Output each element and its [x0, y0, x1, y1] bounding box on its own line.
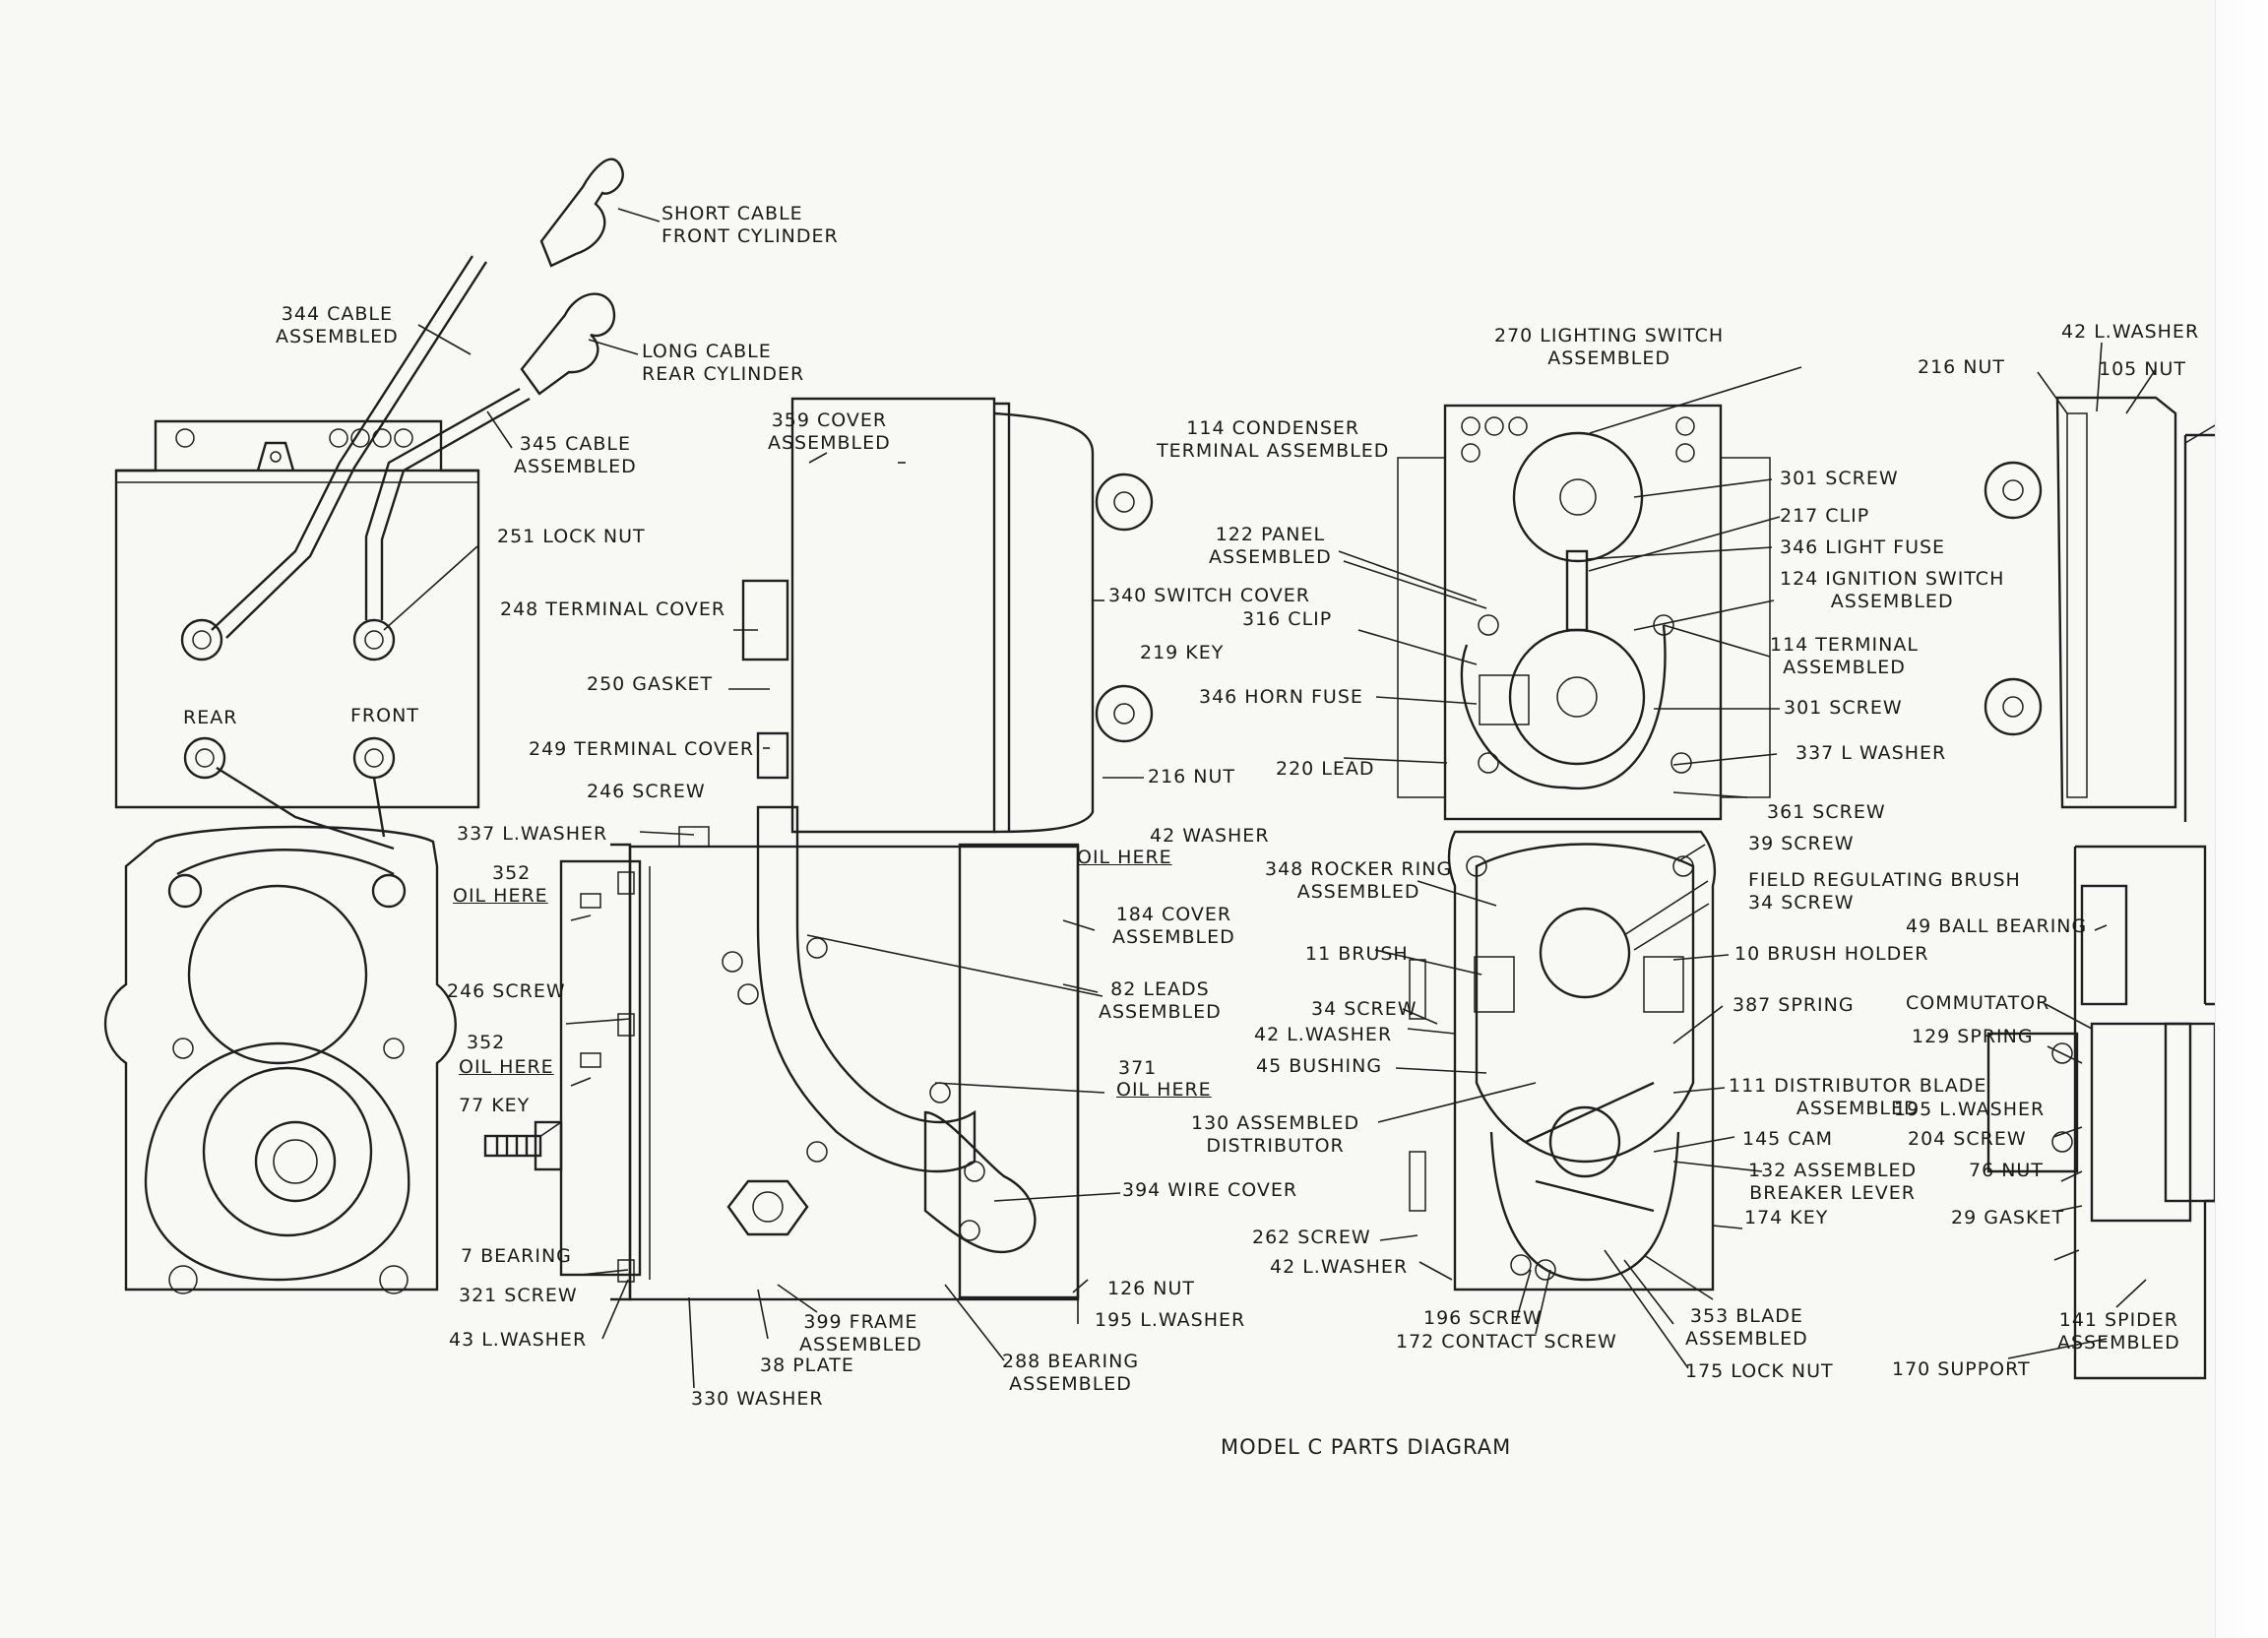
114-terminal-assembled-label: 114 TERMINAL ASSEMBLED — [1770, 634, 1919, 678]
diagram-caption: MODEL C PARTS DIAGRAM — [1221, 1435, 1512, 1459]
170-support-label: 170 SUPPORT — [1892, 1358, 2031, 1380]
126-nut-label: 126 NUT — [1107, 1278, 1196, 1299]
leader-lines — [383, 208, 2228, 1389]
distributor-drawing — [1409, 830, 1717, 1292]
359-cover-assembled-label: 359 COVER ASSEMBLED — [768, 410, 891, 454]
129-spring-label: 129 SPRING — [1912, 1026, 2034, 1047]
399-frame-assembled-label: 399 FRAME ASSEMBLED — [799, 1311, 922, 1355]
346-horn-fuse-label: 346 HORN FUSE — [1199, 686, 1363, 708]
terminal-box-drawing — [114, 158, 624, 850]
42-l-washer-mid-label: 42 L.WASHER — [1254, 1024, 1393, 1045]
124-ignition-switch-label: 124 IGNITION SWITCH ASSEMBLED — [1780, 568, 2005, 612]
82-leads-assembled-label: 82 LEADS ASSEMBLED — [1099, 978, 1222, 1023]
251-lock-nut-label: 251 LOCK NUT — [497, 526, 646, 547]
11-brush-label: 11 BRUSH — [1305, 943, 1409, 965]
42-l-washer-right-label: 42 L.WASHER — [2061, 321, 2200, 343]
195-l-washer-right-label: 195 L.WASHER — [1894, 1099, 2046, 1120]
short-cable-front-cylinder-label: SHORT CABLE FRONT CYLINDER — [662, 203, 839, 247]
249-terminal-cover-label: 249 TERMINAL COVER — [529, 738, 755, 760]
345-cable-assembled-label: 345 CABLE ASSEMBLED — [514, 433, 637, 477]
352-oil-here-top-label: 352 — [492, 862, 532, 884]
216-nut-right-label: 216 NUT — [1918, 356, 2006, 378]
34-screw-right-label: 34 SCREW — [1748, 892, 1855, 914]
340-switch-cover-label: 340 SWITCH COVER — [1108, 585, 1310, 606]
394-wire-cover-label: 394 WIRE COVER — [1122, 1179, 1298, 1201]
oil-here-371-label: OIL HERE — [1116, 1079, 1212, 1101]
generator-body-drawing — [610, 397, 1154, 1301]
346-light-fuse-label: 346 LIGHT FUSE — [1780, 536, 1946, 558]
front-label: FRONT — [350, 705, 419, 726]
387-spring-label: 387 SPRING — [1732, 994, 1855, 1016]
361-screw-label: 361 SCREW — [1767, 801, 1886, 823]
42-washer-label: 42 WASHER — [1150, 825, 1270, 847]
246-screw-left-label: 246 SCREW — [447, 980, 566, 1002]
175-lock-nut-label: 175 LOCK NUT — [1685, 1360, 1834, 1382]
111-distributor-blade-label: 111 DISTRIBUTOR BLADE ASSEMBLED — [1729, 1075, 1987, 1119]
switch-panel-drawing — [1397, 404, 1771, 821]
42-l-washer-bottom-label: 42 L.WASHER — [1270, 1256, 1409, 1278]
oil-here-top-label: OIL HERE — [453, 885, 548, 907]
145-cam-label: 145 CAM — [1742, 1128, 1833, 1150]
34-screw-left-label: 34 SCREW — [1311, 998, 1418, 1020]
76-nut-label: 76 NUT — [1969, 1160, 2044, 1181]
174-key-label: 174 KEY — [1744, 1207, 1829, 1228]
321-screw-label: 321 SCREW — [459, 1285, 578, 1306]
216-nut-label: 216 NUT — [1148, 766, 1236, 788]
270-lighting-switch-label: 270 LIGHTING SWITCH ASSEMBLED — [1494, 325, 1725, 369]
195-l-washer-mid-label: 195 L.WASHER — [1095, 1309, 1246, 1331]
262-screw-label: 262 SCREW — [1252, 1227, 1371, 1248]
105-nut-label: 105 NUT — [2099, 358, 2187, 380]
long-cable-rear-cylinder-label: LONG CABLE REAR CYLINDER — [642, 341, 805, 385]
353-blade-assembled-label: 353 BLADE ASSEMBLED — [1685, 1305, 1808, 1350]
122-panel-assembled-label: 122 PANEL ASSEMBLED — [1209, 524, 1332, 568]
field-regulating-brush-label: FIELD REGULATING BRUSH — [1748, 869, 2021, 891]
7-bearing-label: 7 BEARING — [461, 1245, 572, 1267]
337-l-washer-left-label: 337 L.WASHER — [457, 823, 608, 845]
204-screw-label: 204 SCREW — [1908, 1128, 2027, 1150]
141-spider-assembled-label: 141 SPIDER ASSEMBLED — [2057, 1309, 2180, 1354]
49-ball-bearing-label: 49 BALL BEARING — [1906, 915, 2088, 937]
219-key-label: 219 KEY — [1140, 642, 1225, 663]
172-contact-screw-label: 172 CONTACT SCREW — [1396, 1331, 1617, 1353]
301-screw-top-label: 301 SCREW — [1780, 468, 1899, 489]
348-rocker-ring-label: 348 ROCKER RING ASSEMBLED — [1265, 858, 1453, 903]
29-gasket-label: 29 GASKET — [1951, 1207, 2065, 1228]
rear-label: REAR — [183, 707, 238, 728]
288-bearing-assembled-label: 288 BEARING ASSEMBLED — [1002, 1351, 1140, 1395]
oil-here-right-label: OIL HERE — [1077, 847, 1172, 868]
130-assembled-distributor-label: 130 ASSEMBLED DISTRIBUTOR — [1191, 1112, 1360, 1157]
330-washer-label: 330 WASHER — [691, 1388, 824, 1410]
38-plate-label: 38 PLATE — [760, 1354, 854, 1376]
oil-here-bottom-label: OIL HERE — [459, 1056, 554, 1078]
316-clip-label: 316 CLIP — [1242, 608, 1333, 630]
10-brush-holder-label: 10 BRUSH HOLDER — [1734, 943, 1929, 965]
250-gasket-label: 250 GASKET — [587, 673, 714, 695]
301-screw-bottom-label: 301 SCREW — [1784, 697, 1903, 719]
114-condenser-label: 114 CONDENSER TERMINAL ASSEMBLED — [1157, 417, 1390, 462]
337-l-washer-right-label: 337 L WASHER — [1796, 742, 1947, 764]
352-oil-here-bottom-label: 352 — [467, 1032, 506, 1053]
196-screw-label: 196 SCREW — [1423, 1307, 1543, 1329]
371-oil-here-label: 371 — [1118, 1057, 1158, 1079]
344-cable-assembled-label: 344 CABLE ASSEMBLED — [276, 303, 399, 347]
248-terminal-cover-label: 248 TERMINAL COVER — [500, 598, 726, 620]
132-breaker-lever-label: 132 ASSEMBLED BREAKER LEVER — [1748, 1160, 1918, 1204]
motor-end-housing — [103, 825, 642, 1294]
220-lead-label: 220 LEAD — [1276, 758, 1375, 780]
184-cover-assembled-label: 184 COVER ASSEMBLED — [1112, 904, 1235, 948]
commutator-label: COMMUTATOR — [1906, 992, 2050, 1014]
217-clip-label: 217 CLIP — [1780, 505, 1870, 527]
43-l-washer-label: 43 L.WASHER — [449, 1329, 588, 1351]
45-bushing-label: 45 BUSHING — [1256, 1055, 1383, 1077]
77-key-label: 77 KEY — [459, 1095, 531, 1116]
246-screw-top-label: 246 SCREW — [587, 781, 706, 802]
39-screw-label: 39 SCREW — [1748, 833, 1855, 854]
page-fold-margin — [2215, 0, 2268, 1638]
